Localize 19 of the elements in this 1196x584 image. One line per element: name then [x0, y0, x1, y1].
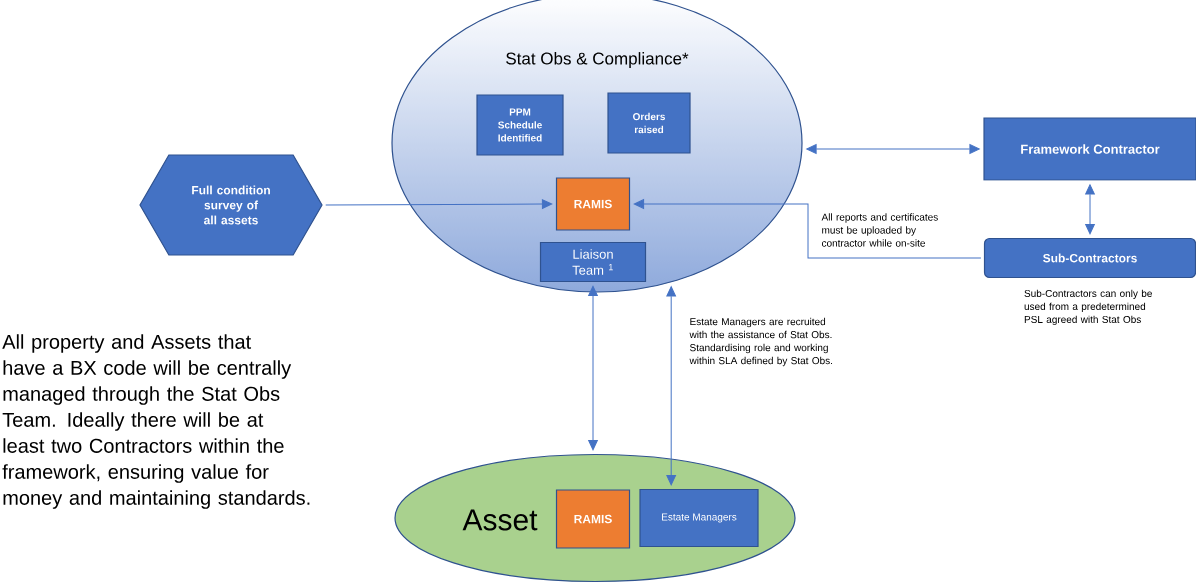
process-box: Estate Managers: [639, 488, 759, 548]
hexagon: Full condition survey of all assets: [139, 154, 323, 256]
process-box: Liaison Team $^{1}$: [539, 241, 647, 283]
arrow: [806, 144, 980, 154]
process-box: PPM Schedule Identified: [476, 94, 564, 156]
note-text: All property and Assets that have a BX code will be centrally managed through the Stat Obs Team. Ideally there will be at least two Contractors within the framework, ensuring value for money and maintaining standards.: [2, 334, 310, 509]
arrow: [325, 199, 553, 209]
arrow: [1085, 184, 1095, 235]
edge-label: Estate Managers are recruited with the assistance of Stat Obs. Standardising role and working within SLA defined by Stat Obs.: [689, 317, 832, 367]
process-box: Orders raised: [607, 92, 691, 154]
note-text: Sub-Contractors can only be used from a predetermined PSL agreed with Stat Obs: [1024, 289, 1152, 325]
system-box: RAMIS: [555, 489, 631, 549]
arrow: [588, 285, 598, 451]
system-box: RAMIS: [555, 177, 631, 231]
process-box: Framework Contractor: [983, 117, 1196, 181]
arrow: [633, 199, 982, 259]
rounded-box: Sub-Contractors: [983, 237, 1196, 279]
edge-label: All reports and certificates must be uploaded by contractor while on-site: [821, 213, 938, 247]
arrow: [666, 286, 677, 486]
